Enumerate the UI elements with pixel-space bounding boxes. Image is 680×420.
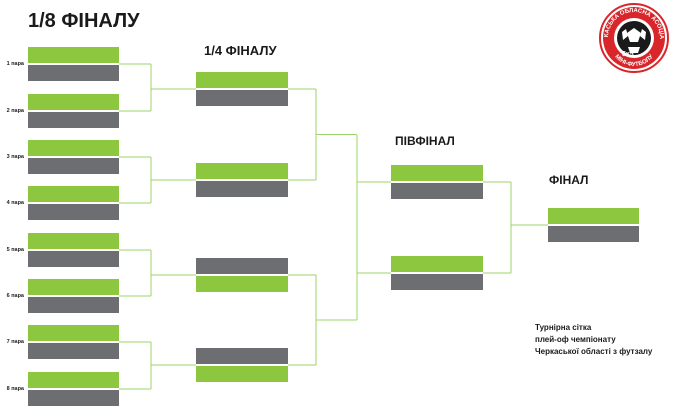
bracket-caption: Турнірна сітка плей-оф чемпіонату Черкас… xyxy=(535,322,652,358)
caption-line-2: плей-оф чемпіонату xyxy=(535,335,616,344)
sf-slot-1-top xyxy=(391,165,483,181)
final-slot-top xyxy=(548,208,639,224)
pair-label-3: 3 пара xyxy=(6,154,24,160)
r16-slot-5-top xyxy=(28,233,119,249)
association-logo: ЧЕРКАСЬКА ОБЛАСНА АСОЦІАЦІЯ МІНІ-ФУТБОЛУ… xyxy=(596,0,670,74)
final-slot-bottom xyxy=(548,226,639,242)
pair-label-7: 7 пара xyxy=(6,339,24,345)
pair-label-5: 5 пара xyxy=(6,247,24,253)
r16-slot-4-bottom xyxy=(28,204,119,220)
soccer-ball-icon: ЧЕРКАСЬКА ОБЛАСНА АСОЦІАЦІЯ МІНІ-ФУТБОЛУ… xyxy=(596,0,669,73)
pair-label-8: 8 пара xyxy=(6,386,24,392)
sf-slot-1-bottom xyxy=(391,183,483,199)
pair-label-2: 2 пара xyxy=(6,108,24,114)
qf-slot-2-bottom xyxy=(196,181,288,197)
r16-slot-3-bottom xyxy=(28,158,119,174)
qf-slot-3-top xyxy=(196,258,288,274)
pair-label-4: 4 пара xyxy=(6,200,24,206)
caption-line-3: Черкаської області з футзалу xyxy=(535,347,653,356)
r16-slot-4-top xyxy=(28,186,119,202)
round-of-16-title: 1/8 ФІНАЛУ xyxy=(28,10,140,32)
qf-slot-2-top xyxy=(196,163,288,179)
caption-line-1: Турнірна сітка xyxy=(535,323,592,332)
qf-slot-1-bottom xyxy=(196,90,288,106)
sf-slot-2-bottom xyxy=(391,274,483,290)
r16-slot-8-bottom xyxy=(28,390,119,406)
qf-slot-4-top xyxy=(196,348,288,364)
semifinal-title: ПІВФІНАЛ xyxy=(395,134,455,148)
r16-slot-2-top xyxy=(28,94,119,110)
sf-slot-2-top xyxy=(391,256,483,272)
r16-slot-7-bottom xyxy=(28,343,119,359)
r16-slot-1-top xyxy=(28,47,119,63)
pair-label-6: 6 пара xyxy=(6,293,24,299)
r16-slot-2-bottom xyxy=(28,112,119,128)
quarterfinal-title: 1/4 ФІНАЛУ xyxy=(204,43,277,58)
r16-slot-7-top xyxy=(28,325,119,341)
r16-slot-1-bottom xyxy=(28,65,119,81)
final-title: ФІНАЛ xyxy=(549,173,589,187)
r16-slot-6-top xyxy=(28,279,119,295)
r16-slot-5-bottom xyxy=(28,251,119,267)
pair-label-1: 1 пара xyxy=(6,61,24,67)
r16-slot-8-top xyxy=(28,372,119,388)
qf-slot-3-bottom xyxy=(196,276,288,292)
r16-slot-3-top xyxy=(28,140,119,156)
qf-slot-4-bottom xyxy=(196,366,288,382)
r16-slot-6-bottom xyxy=(28,297,119,313)
qf-slot-1-top xyxy=(196,72,288,88)
svg-text:5x5: 5x5 xyxy=(622,51,634,58)
